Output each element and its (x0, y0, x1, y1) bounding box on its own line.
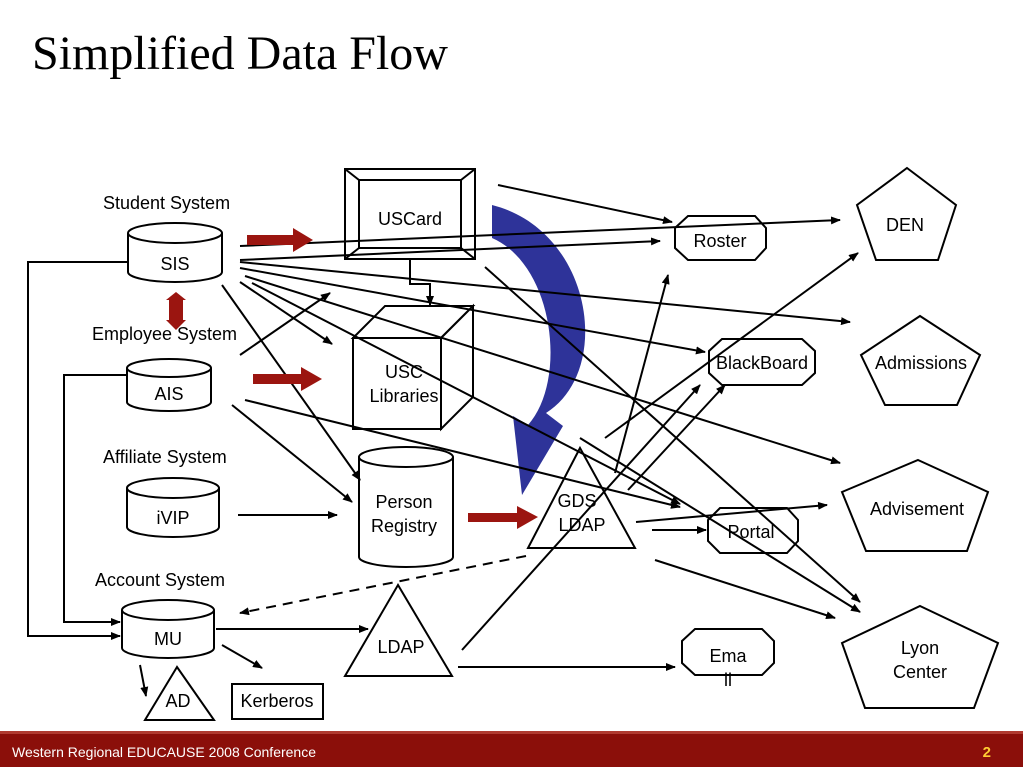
den-label: DEN (886, 215, 924, 235)
kerberos-box: Kerberos (231, 683, 324, 720)
uscard-frame: USCard (344, 168, 476, 260)
ad-triangle: AD (143, 665, 216, 721)
roster-node: Roster (674, 215, 767, 261)
red-arrow-ais (253, 367, 322, 391)
ais-database: AIS (126, 358, 212, 412)
red-arrow-registry (468, 506, 538, 529)
usc-libraries-label-2: Libraries (369, 386, 438, 406)
ldap-label: LDAP (377, 637, 424, 657)
person-registry-database: Person Registry (358, 446, 454, 568)
slide-title: Simplified Data Flow (32, 27, 448, 80)
sis-label: SIS (160, 254, 189, 274)
email-label-2: il (724, 670, 732, 690)
email-label-1: Ema (709, 646, 747, 666)
red-arrows (166, 228, 538, 529)
ais-label: AIS (154, 384, 183, 404)
ivip-label: iVIP (156, 508, 189, 528)
red-arrow-sis-ais (166, 292, 186, 330)
uscard-libraries-connector (409, 260, 434, 306)
blue-curved-arrow (492, 205, 586, 495)
person-registry-label-2: Registry (371, 516, 437, 536)
ivip-database: iVIP (126, 477, 220, 538)
admissions-label: Admissions (875, 353, 967, 373)
blackboard-label: BlackBoard (716, 353, 808, 373)
group-label-affiliate: Affiliate System (103, 447, 227, 467)
group-label-student: Student System (103, 193, 230, 213)
lyon-center-label-1: Lyon (901, 638, 939, 658)
lyon-center-node: Lyon Center (840, 604, 1000, 709)
blackboard-node: BlackBoard (708, 338, 816, 386)
uscard-label: USCard (378, 209, 442, 229)
mu-label: MU (154, 629, 182, 649)
email-node: Ema il (681, 628, 775, 690)
slide-footer: Western Regional EDUCAUSE 2008 Conferenc… (0, 731, 1023, 767)
ad-label: AD (165, 691, 190, 711)
sis-database: SIS (127, 222, 223, 283)
ldap-triangle: LDAP (343, 583, 454, 677)
kerberos-label: Kerberos (240, 691, 313, 711)
mu-database: MU (121, 599, 215, 659)
page-number: 2 (982, 744, 991, 761)
admissions-node: Admissions (859, 314, 982, 406)
footer-conference: Western Regional EDUCAUSE 2008 Conferenc… (12, 744, 317, 760)
flow-arrows (139, 184, 861, 697)
lyon-center-label-2: Center (893, 662, 947, 682)
roster-label: Roster (693, 231, 746, 251)
group-label-employee: Employee System (92, 324, 237, 344)
advisement-label: Advisement (870, 499, 964, 519)
gds-ldap-label-2: LDAP (558, 515, 605, 535)
advisement-node: Advisement (840, 458, 990, 552)
person-registry-label-1: Person (375, 492, 432, 512)
left-connectors (27, 261, 128, 640)
usc-libraries-label-1: USC (385, 362, 423, 382)
portal-label: Portal (727, 522, 774, 542)
usc-libraries-box: USC Libraries (350, 303, 476, 432)
red-arrow-sis (247, 228, 313, 252)
den-node: DEN (855, 166, 958, 261)
group-label-account: Account System (95, 570, 225, 590)
gds-ldap-triangle: GDS LDAP (526, 445, 637, 549)
gds-ldap-label-1: GDS (557, 491, 596, 511)
